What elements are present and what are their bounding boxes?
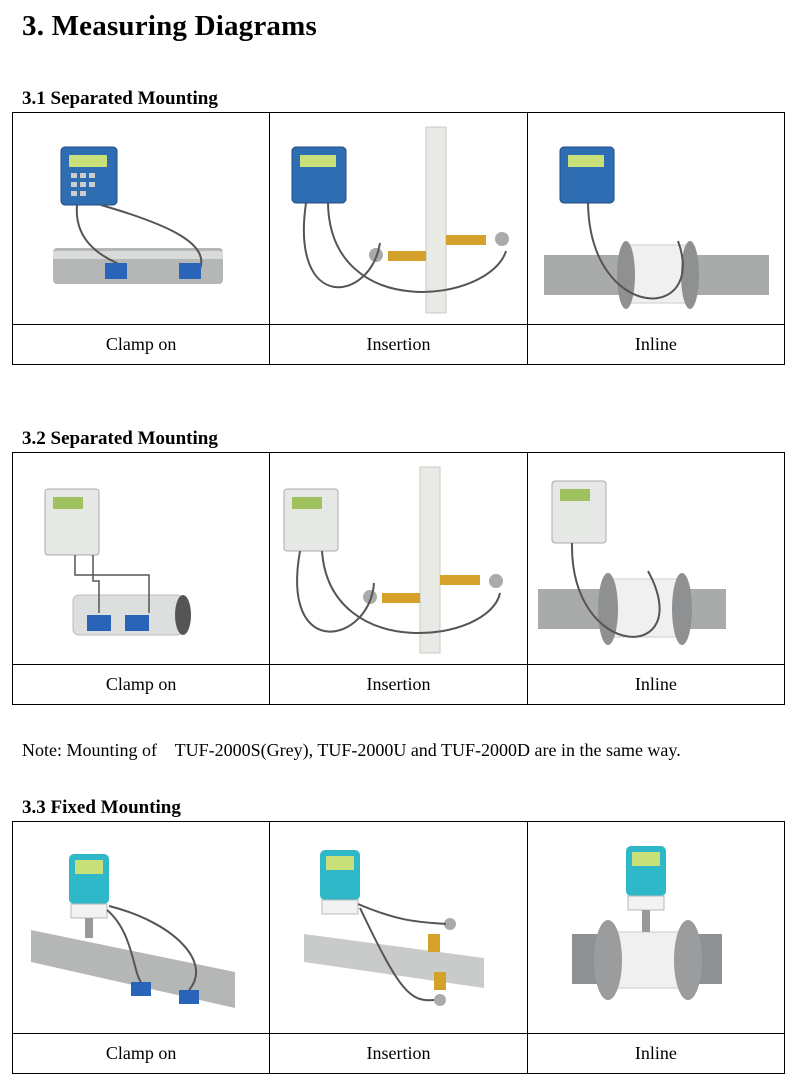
caption-insertion: Insertion bbox=[269, 324, 528, 365]
display-screen bbox=[75, 860, 103, 874]
pipe bbox=[419, 466, 441, 654]
pipe bbox=[304, 934, 485, 988]
display-screen bbox=[559, 489, 590, 501]
transducer bbox=[179, 990, 199, 1004]
insertion-diagram bbox=[269, 112, 528, 325]
display-screen bbox=[69, 155, 107, 167]
caption-clamp-on: Clamp on bbox=[11, 664, 271, 705]
diagram-table-3-3: Clamp on Insertion Inline bbox=[11, 821, 786, 1074]
pipe bbox=[31, 930, 235, 1008]
caption-inline: Inline bbox=[526, 1033, 786, 1074]
pipe bbox=[425, 126, 447, 314]
flange bbox=[680, 241, 699, 309]
brass-valve bbox=[446, 235, 487, 245]
inline-diagram bbox=[526, 452, 786, 665]
flow-body bbox=[607, 578, 683, 638]
section-heading-3-3: 3.3 Fixed Mounting bbox=[22, 797, 181, 818]
caption-insertion: Insertion bbox=[269, 1033, 528, 1074]
display-screen bbox=[53, 497, 83, 509]
clamp-on-diagram bbox=[11, 112, 271, 325]
transducer bbox=[105, 263, 127, 279]
display-screen bbox=[567, 155, 604, 167]
mounting-note: Note: Mounting of TUF-2000S(Grey), TUF-2… bbox=[22, 740, 681, 760]
flange bbox=[597, 573, 618, 645]
inline-diagram bbox=[526, 112, 786, 325]
flow-body bbox=[625, 244, 691, 304]
brass-valve bbox=[388, 251, 427, 261]
flange bbox=[673, 920, 702, 1000]
transducer bbox=[179, 263, 201, 279]
insertion-diagram bbox=[269, 452, 528, 665]
transducer bbox=[87, 615, 111, 631]
caption-inline: Inline bbox=[526, 664, 786, 705]
brass-valve bbox=[382, 593, 421, 603]
transducer bbox=[125, 615, 149, 631]
brass-valve bbox=[440, 575, 481, 585]
brass-valve bbox=[428, 934, 441, 952]
display-screen bbox=[326, 856, 355, 870]
caption-clamp-on: Clamp on bbox=[11, 1033, 271, 1074]
brass-valve bbox=[434, 972, 447, 990]
caption-clamp-on: Clamp on bbox=[11, 324, 271, 365]
section-heading-3-2: 3.2 Separated Mounting bbox=[22, 428, 218, 449]
flange bbox=[593, 920, 622, 1000]
clamp-on-diagram bbox=[11, 452, 271, 665]
display-screen bbox=[631, 852, 660, 866]
insertion-diagram bbox=[269, 821, 528, 1034]
transducer bbox=[131, 982, 151, 996]
diagram-table-3-1: Clamp on Insertion Inline bbox=[11, 112, 786, 365]
caption-insertion: Insertion bbox=[269, 664, 528, 705]
page-title: 3. Measuring Diagrams bbox=[22, 10, 317, 42]
diagram-table-3-2: Clamp on Insertion Inline bbox=[11, 452, 786, 705]
section-heading-3-1: 3.1 Separated Mounting bbox=[22, 88, 218, 109]
inline-diagram bbox=[526, 821, 786, 1034]
display-screen bbox=[300, 155, 337, 167]
flange bbox=[671, 573, 692, 645]
flange bbox=[616, 241, 635, 309]
clamp-on-diagram bbox=[11, 821, 271, 1034]
display-screen bbox=[292, 497, 323, 509]
caption-inline: Inline bbox=[526, 324, 786, 365]
